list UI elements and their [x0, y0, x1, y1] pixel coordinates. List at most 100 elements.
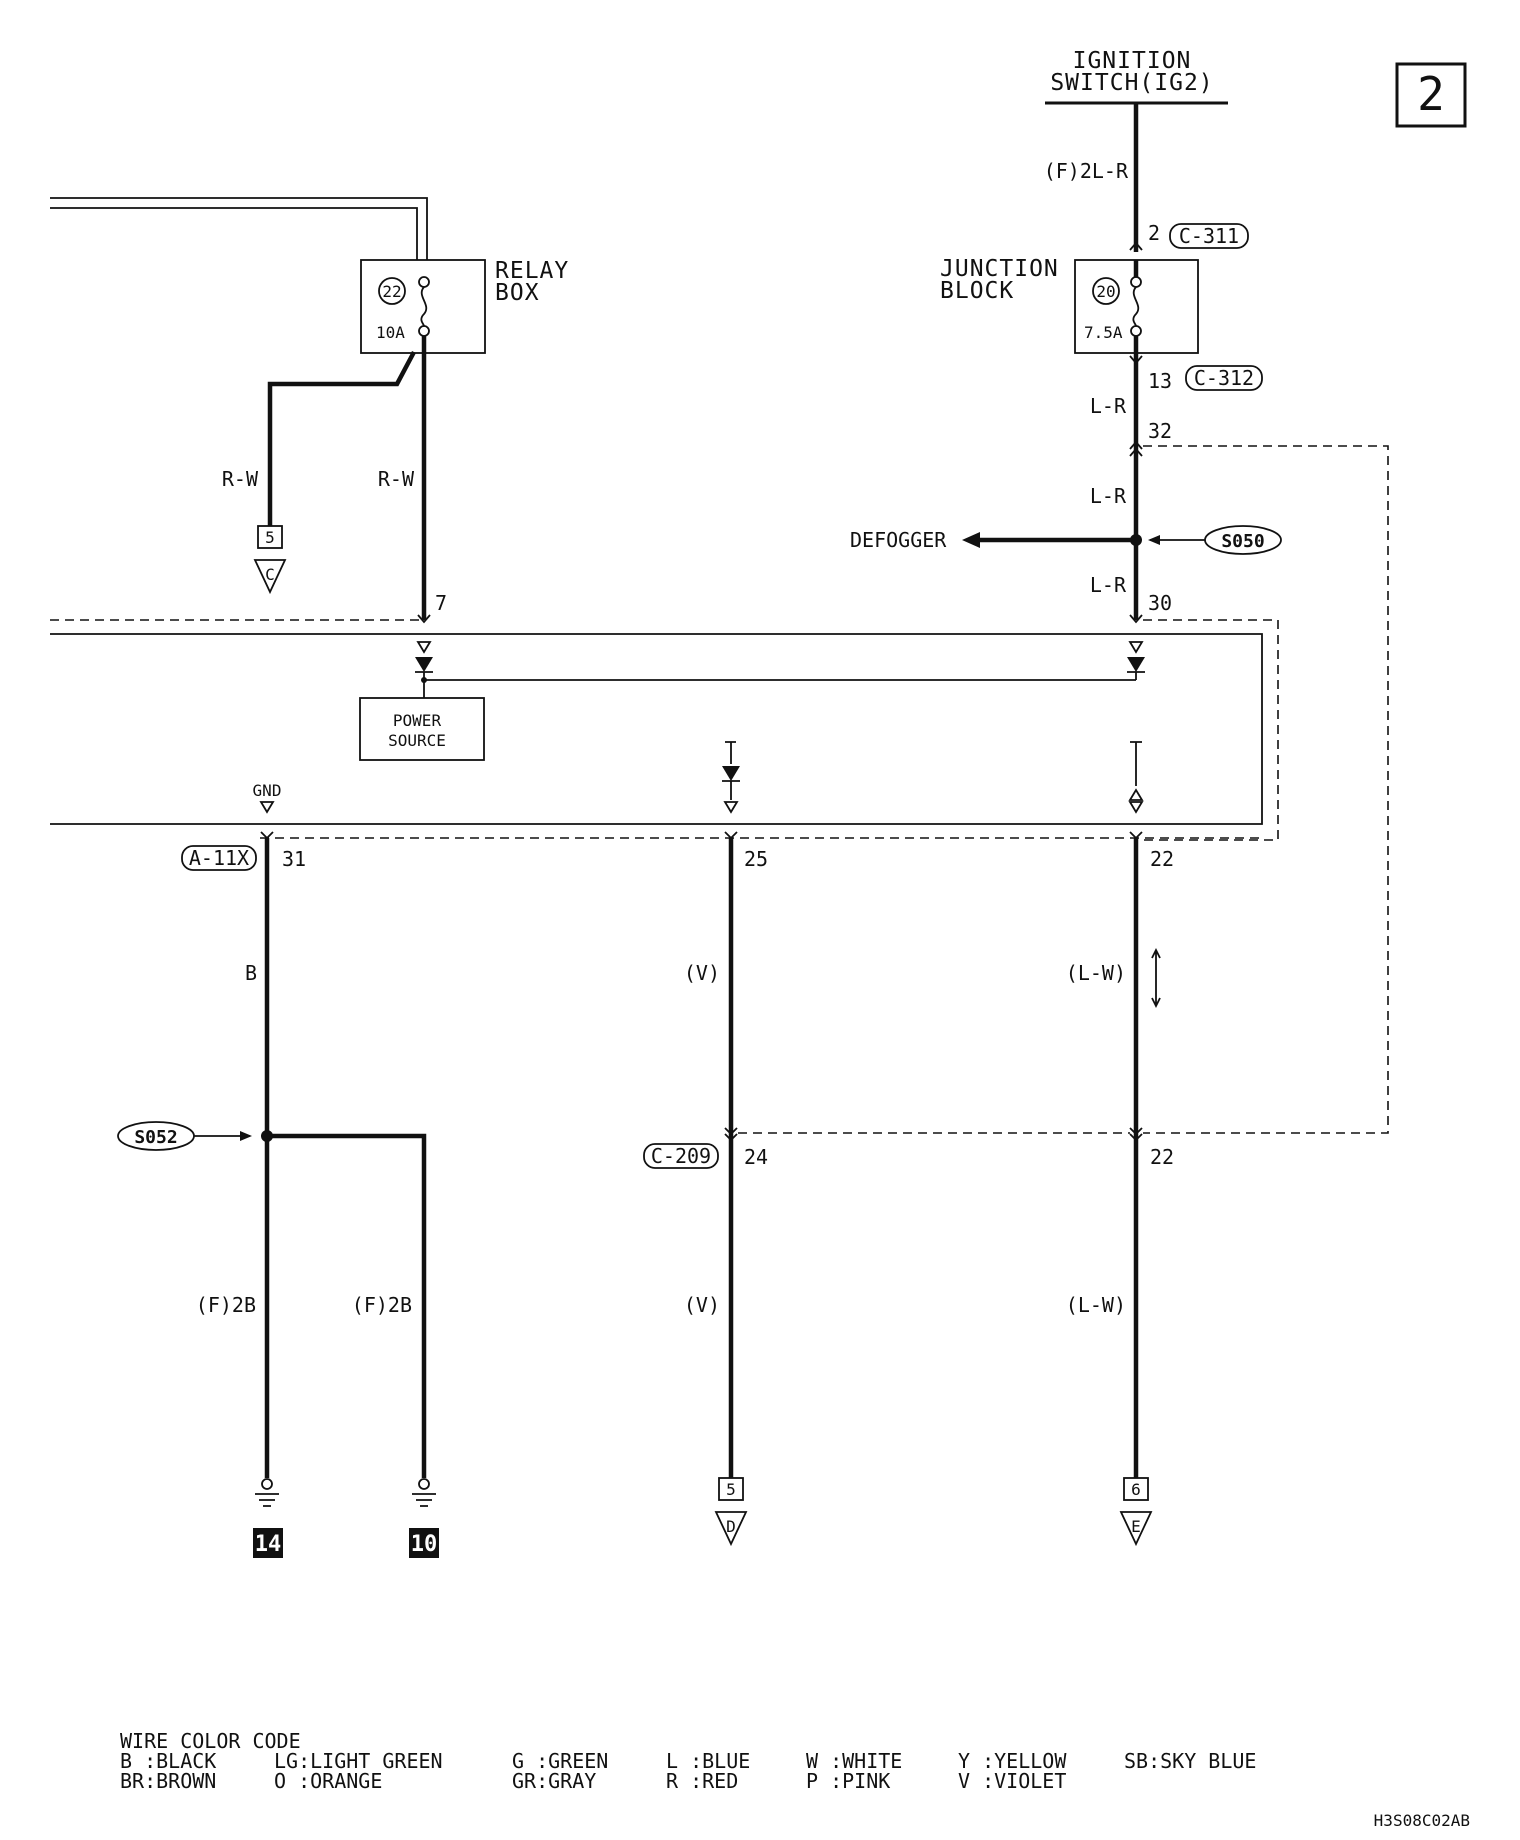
junction-block-label-1: JUNCTION: [940, 256, 1059, 282]
pin-label-24: 24: [744, 1145, 768, 1169]
wire-r-w-left: [267, 350, 416, 526]
connector-arrow-7: [417, 614, 431, 624]
connector-c209-badge: [643, 1143, 719, 1169]
wire-label-r-w-right: R-W: [378, 467, 415, 491]
connector-c209: C-209: [651, 1144, 711, 1168]
ref-d-num: 5: [726, 1480, 736, 1499]
pin-label-31: 31: [282, 847, 306, 871]
ref-d-letter: D: [726, 1517, 736, 1536]
io-22-arrow-down: [1128, 801, 1144, 814]
ref-c-num: 5: [265, 528, 275, 547]
pin-label-13: 13: [1148, 369, 1172, 393]
page-number-box: [1395, 62, 1467, 128]
connector-arrow-31: [260, 831, 274, 840]
power-source-label-2: SOURCE: [388, 731, 446, 750]
connector-arrow-2: [1129, 241, 1143, 251]
connector-arrow-22b: [1129, 1127, 1143, 1142]
wire-label-l-r-3: L-R: [1090, 573, 1127, 597]
junction-block-label-2: BLOCK: [940, 278, 1014, 304]
connector-a11x-badge: [181, 845, 257, 871]
legend-w: W :WHITE: [806, 1749, 902, 1773]
connector-c312-badge: [1185, 365, 1263, 391]
power-source-box: [359, 697, 485, 761]
wire-label-v-upper: (V): [684, 961, 720, 985]
relay-box-label-1: RELAY: [495, 258, 569, 284]
pin-label-7: 7: [435, 591, 447, 615]
internal-25-stub: [725, 741, 736, 764]
wire-label-l-r-1: L-R: [1090, 394, 1127, 418]
ignition-label-1: IGNITION: [1073, 48, 1192, 74]
ground-10-icon: [412, 1493, 436, 1507]
pin-label-22a: 22: [1150, 847, 1174, 871]
power-source-label-1: POWER: [393, 711, 442, 730]
ref-e-triangle: [1119, 1511, 1153, 1547]
dashed-connector-30-22: [1143, 619, 1279, 841]
fuse-20-element: [1132, 286, 1140, 327]
wire-label-v-lower: (V): [684, 1293, 720, 1317]
connector-a11x: A-11X: [189, 846, 249, 870]
legend-sb: SB:SKY BLUE: [1124, 1749, 1256, 1773]
connector-arrow-13: [1129, 355, 1143, 365]
internal-22-stub: [1130, 741, 1142, 786]
wire-label-b: B: [245, 961, 257, 985]
wire-label-l-w-lower: (L-W): [1066, 1293, 1126, 1317]
fuse-20-rating: 7.5A: [1084, 323, 1123, 342]
fuse-22-element: [420, 286, 428, 327]
legend-v: V :VIOLET: [958, 1769, 1066, 1793]
fuse-22-rating: 10A: [376, 323, 405, 342]
wire-label-l-r-2: L-R: [1090, 484, 1127, 508]
splice-s052: S052: [134, 1127, 177, 1148]
ref-e-letter: E: [1131, 1517, 1141, 1536]
ignition-label-2: SWITCH(IG2): [1050, 70, 1213, 96]
bidirectional-arrow-icon: [1151, 947, 1161, 1009]
ground-10-terminal: [418, 1478, 430, 1490]
wire-label-f-2b-right: (F)2B: [352, 1293, 412, 1317]
diode-7: [415, 657, 433, 672]
diode-30: [1127, 657, 1145, 672]
wire-color-legend: WIRE COLOR CODE B :BLACK LG:LIGHT GREEN …: [120, 1729, 1256, 1793]
splice-s052-pointer-head: [240, 1131, 252, 1141]
connector-c312: C-312: [1194, 366, 1254, 390]
connector-arrow-30: [1129, 614, 1143, 624]
fuse-22-number: 22: [382, 282, 401, 301]
ground-14: 14: [255, 1532, 282, 1557]
relay-box-label-2: BOX: [495, 280, 540, 306]
ground-14-icon: [255, 1493, 279, 1507]
pin-label-30: 30: [1148, 591, 1172, 615]
legend-r: R :RED: [666, 1769, 738, 1793]
gnd-arrow: [259, 801, 275, 814]
wire-label-f-2l-r: (F)2L-R: [1044, 159, 1129, 183]
control-unit-box: [50, 633, 1263, 825]
ground-10-badge: [409, 1528, 439, 1558]
ref-e-num-box: [1123, 1477, 1149, 1501]
io-22-arrow-up: [1128, 788, 1144, 801]
connector-c311-badge: [1169, 223, 1249, 249]
legend-gr: GR:GRAY: [512, 1769, 596, 1793]
defogger-arrow: [962, 532, 980, 548]
legend-lg: LG:LIGHT GREEN: [274, 1749, 443, 1773]
ref-d-triangle: [714, 1511, 748, 1547]
splice-s050: S050: [1221, 531, 1264, 552]
dashed-shield-right: [1143, 445, 1389, 1134]
connector-arrow-32: [1129, 440, 1143, 457]
wire-top-upper: [50, 207, 418, 272]
wire-label-r-w-left: R-W: [222, 467, 259, 491]
ground-14-terminal: [261, 1478, 273, 1490]
legend-br: BR:BROWN: [120, 1769, 216, 1793]
ground-14-badge: [253, 1528, 283, 1558]
page-number: 2: [1417, 67, 1445, 121]
legend-g: G :GREEN: [512, 1749, 608, 1773]
connector-c311: C-311: [1179, 224, 1239, 248]
connector-arrow-22a: [1129, 831, 1143, 840]
pin-label-22b: 22: [1150, 1145, 1174, 1169]
ref-c-num-box: [257, 525, 283, 549]
pin-label-32: 32: [1148, 419, 1172, 443]
diode-25: [722, 766, 740, 781]
wire-label-l-w-upper: (L-W): [1066, 961, 1126, 985]
pin-label-25: 25: [744, 847, 768, 871]
legend-b: B :BLACK: [120, 1749, 216, 1773]
fuse-20-circle: [1092, 277, 1120, 305]
wire-label-f-2b-left: (F)2B: [196, 1293, 256, 1317]
ref-c-letter: C: [265, 565, 275, 584]
